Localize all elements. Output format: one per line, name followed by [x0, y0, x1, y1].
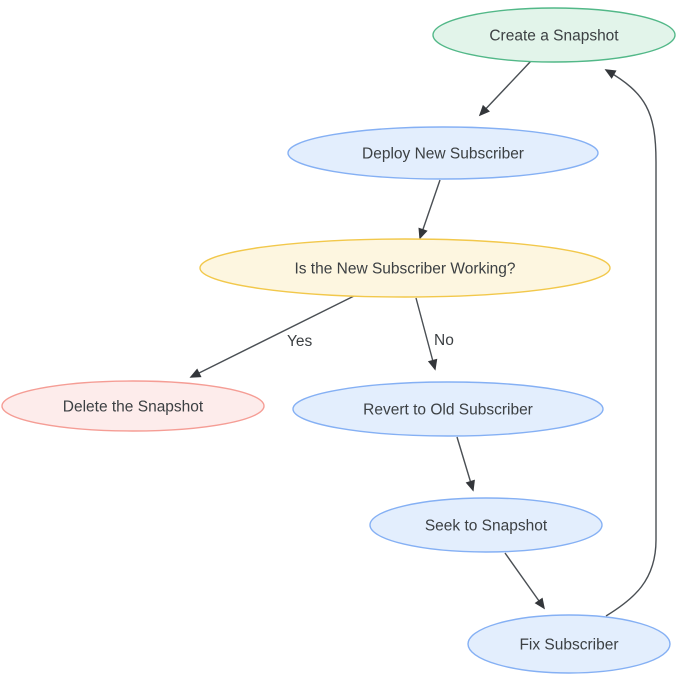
edge-label-no: No [434, 332, 454, 349]
node-deploy-new-subscriber: Deploy New Subscriber [287, 126, 599, 180]
edge-fix-to-create [604, 69, 657, 617]
edge-revert-to-seek [456, 436, 475, 492]
edge-seek-to-fix [504, 552, 545, 610]
edge-create-to-deploy [478, 60, 532, 117]
node-fix-subscriber-shape [467, 614, 671, 674]
node-create-a-snapshot-shape [432, 7, 676, 63]
node-delete-the-snapshot: Delete the Snapshot [1, 380, 265, 432]
edge-group: Yes No [189, 60, 657, 617]
node-deploy-new-subscriber-shape [287, 126, 599, 180]
edge-working-to-revert [415, 297, 438, 371]
node-revert-to-old-subscriber: Revert to Old Subscriber [292, 381, 604, 437]
node-create-a-snapshot-label: Create a Snapshot [489, 28, 619, 45]
node-delete-the-snapshot-label: Delete the Snapshot [63, 399, 204, 416]
node-delete-the-snapshot-shape [1, 380, 265, 432]
node-fix-subscriber: Fix Subscriber [467, 614, 671, 674]
node-fix-subscriber-label: Fix Subscriber [519, 637, 618, 654]
node-revert-to-old-subscriber-shape [292, 381, 604, 437]
node-is-new-subscriber-working-label: Is the New Subscriber Working? [294, 261, 515, 278]
edge-label-yes: Yes [287, 333, 313, 350]
edge-deploy-to-working [418, 179, 441, 240]
edge-working-to-delete [189, 295, 355, 378]
node-seek-to-snapshot-label: Seek to Snapshot [425, 518, 548, 535]
node-is-new-subscriber-working: Is the New Subscriber Working? [199, 238, 611, 298]
node-is-new-subscriber-working-shape [199, 238, 611, 298]
node-revert-to-old-subscriber-label: Revert to Old Subscriber [363, 402, 533, 419]
node-seek-to-snapshot: Seek to Snapshot [369, 497, 603, 553]
node-deploy-new-subscriber-label: Deploy New Subscriber [362, 146, 524, 163]
node-create-a-snapshot: Create a Snapshot [432, 7, 676, 63]
node-seek-to-snapshot-shape [369, 497, 603, 553]
